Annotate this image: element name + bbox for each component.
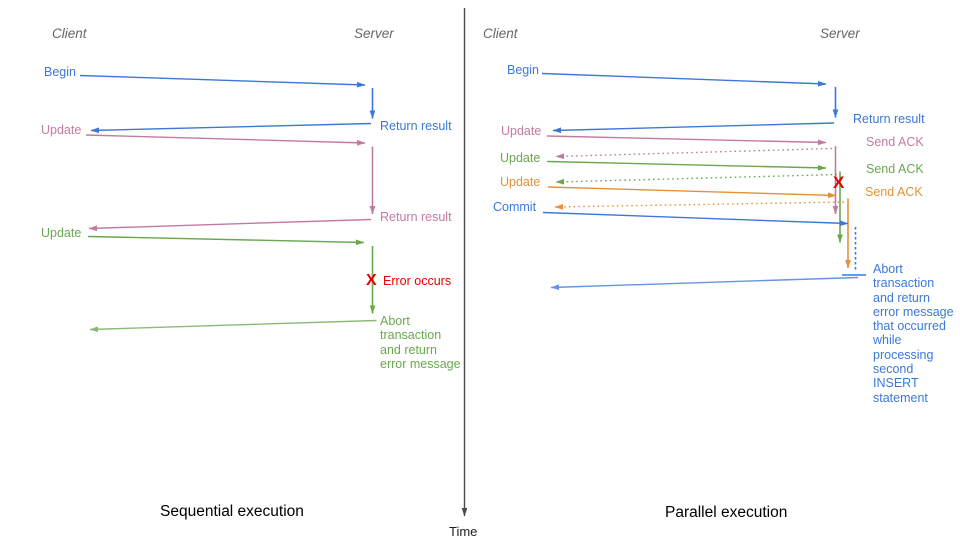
right-update2-label: Update xyxy=(500,151,541,165)
right-ack3-label: Send ACK xyxy=(865,185,923,199)
left-begin-request-arrow xyxy=(79,74,366,88)
right-caption: Parallel execution xyxy=(665,504,788,521)
left-error-label: Error occurs xyxy=(383,274,452,288)
left-caption: Sequential execution xyxy=(160,503,304,520)
left-abort-note-line: transaction xyxy=(380,328,442,343)
left-update2-label: Update xyxy=(41,226,82,240)
right-ack1-label: Send ACK xyxy=(866,135,924,149)
right-client-heading: Client xyxy=(483,26,518,41)
right-abort-note-line: error message xyxy=(873,304,954,319)
right-abort-note-line: while xyxy=(873,333,902,348)
time-axis-label: Time xyxy=(449,524,478,539)
right-abort-note-line: processing xyxy=(873,347,934,362)
left-update2-request-arrow xyxy=(87,235,365,246)
left-server-heading: Server xyxy=(354,26,394,41)
right-abort-note-line: INSERT xyxy=(873,376,919,391)
right-update1-label: Update xyxy=(501,124,542,138)
left-return-result2-arrow xyxy=(88,218,372,232)
right-update2-request-arrow xyxy=(546,160,827,171)
right-commit-request-arrow xyxy=(542,211,849,227)
right-ack2-label: Send ACK xyxy=(866,162,924,176)
right-server-heading: Server xyxy=(820,26,860,41)
right-abort-note-line: that occurred xyxy=(873,319,946,334)
right-abort-note-line: Abort xyxy=(873,262,903,276)
right-abort-note-line: second xyxy=(873,362,914,377)
right-update1-request-arrow xyxy=(546,135,827,146)
right-commit-label: Commit xyxy=(493,200,537,214)
right-error-x-mark: X xyxy=(833,173,845,192)
right-return-result-label: Return result xyxy=(853,112,925,126)
left-abort-note-line: error message xyxy=(380,356,461,371)
right-ack2-dotted-arrow xyxy=(555,173,838,185)
left-abort-return-arrow xyxy=(89,319,377,333)
right-abort-note-line: transaction xyxy=(873,276,935,291)
left-return-result2-label: Return result xyxy=(380,210,452,224)
left-begin-label: Begin xyxy=(44,65,76,79)
right-return-result-arrow xyxy=(552,122,835,134)
left-error-x-mark: X xyxy=(366,272,377,289)
left-abort-note: Abort transaction and return error messa… xyxy=(380,314,461,371)
right-update3-label: Update xyxy=(500,175,541,189)
right-abort-note: Abort transaction and return error messa… xyxy=(873,262,954,405)
right-abort-note-line: statement xyxy=(873,390,928,405)
right-begin-request-arrow xyxy=(541,72,827,87)
right-abort-note-line: and return xyxy=(873,290,930,305)
left-update1-label: Update xyxy=(41,123,82,137)
left-client-heading: Client xyxy=(52,26,87,41)
right-abort-return-arrow xyxy=(550,276,859,291)
right-update3-request-arrow xyxy=(547,186,837,199)
right-ack1-dotted-arrow xyxy=(555,147,833,160)
left-abort-note-line: and return xyxy=(380,342,437,357)
left-update1-request-arrow xyxy=(85,134,366,146)
left-return-result1-arrow xyxy=(90,122,372,134)
left-abort-note-line: Abort xyxy=(380,314,410,328)
right-ack3-dotted-arrow xyxy=(554,201,845,210)
left-return-result1-label: Return result xyxy=(380,119,452,133)
right-begin-label: Begin xyxy=(507,63,539,77)
